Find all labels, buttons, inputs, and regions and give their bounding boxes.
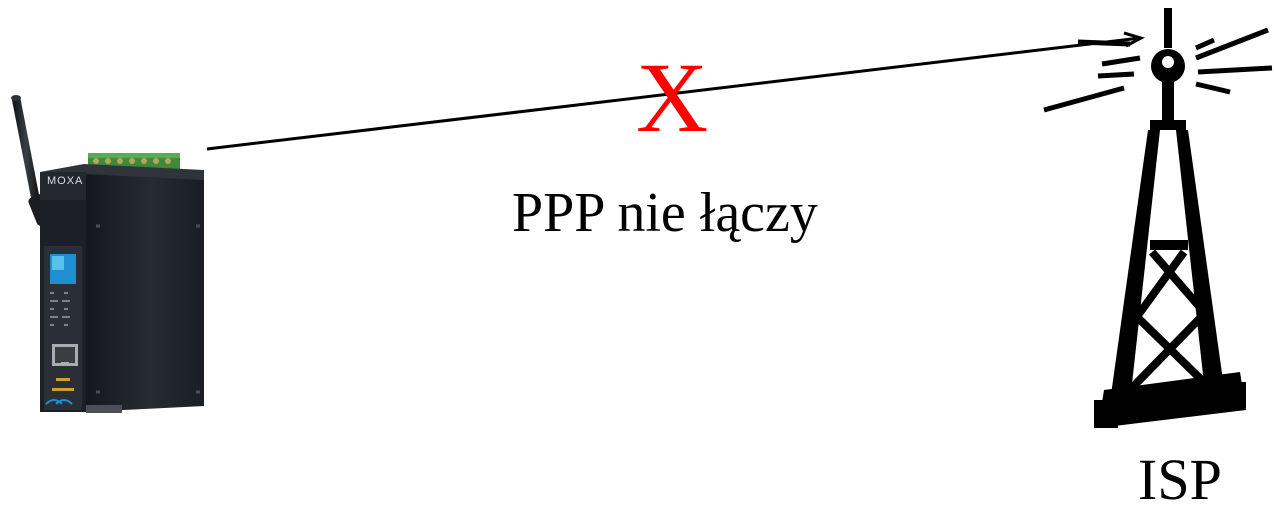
radio-tower-icon <box>1043 8 1273 428</box>
device-brand-label: MOXA <box>47 175 84 187</box>
connection-status-label: PPP nie łączy <box>512 182 818 244</box>
isp-label: ISP <box>1138 447 1222 512</box>
ethernet-port-icon <box>52 344 78 366</box>
failure-mark: X <box>636 42 709 153</box>
cellular-modem-gateway-icon <box>11 95 204 413</box>
ppp-connection-line <box>206 31 1145 151</box>
